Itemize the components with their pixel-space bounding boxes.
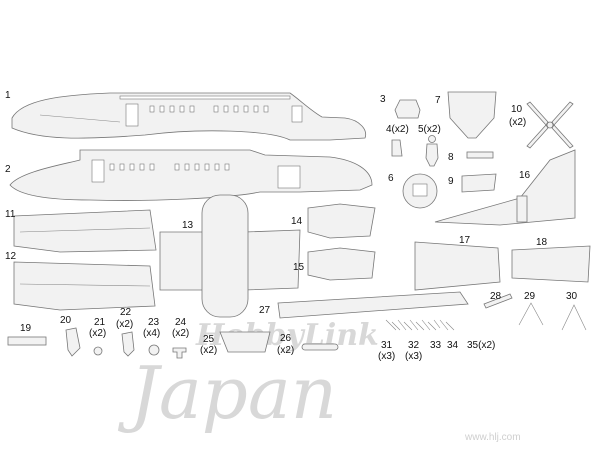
label-12: 12: [5, 251, 17, 262]
center-wing-section: [159, 194, 301, 318]
part-19-bar: [7, 336, 47, 346]
label-25-qty: (x2): [200, 345, 217, 356]
part-5-pilot-figure: [425, 135, 439, 167]
part-17-stabilizer: [414, 241, 501, 291]
part-26-strip: [301, 343, 339, 351]
label-9: 9: [448, 176, 454, 187]
label-22-qty: (x2): [116, 319, 133, 330]
label-4: 4(x2): [386, 124, 409, 135]
label-21: 21: [94, 317, 106, 328]
part-30-strut: [561, 304, 587, 331]
label-31-qty: (x3): [378, 351, 395, 362]
label-26-qty: (x2): [277, 345, 294, 356]
label-11: 11: [5, 209, 16, 220]
part-8-small-panel: [466, 151, 494, 159]
label-20: 20: [60, 315, 72, 326]
part-9-fairing: [461, 173, 497, 193]
label-18: 18: [536, 237, 548, 248]
label-16: 16: [519, 170, 531, 181]
part-29-strut: [518, 302, 544, 326]
label-26: 26: [280, 333, 292, 344]
part-10-propeller: [526, 101, 574, 149]
part-25-panel: [219, 331, 271, 353]
part-23-wheel: [148, 344, 160, 356]
fuselage-half-right: [9, 149, 373, 201]
label-25: 25: [203, 334, 215, 345]
label-31: 31: [381, 340, 393, 351]
part-16-vertical-fin: [434, 149, 576, 226]
part-7-tail-cone: [447, 91, 497, 139]
label-3: 3: [380, 94, 386, 105]
label-30: 30: [566, 291, 578, 302]
label-10: 10: [511, 104, 523, 115]
label-2: 2: [5, 164, 11, 175]
engine-nacelle-14: [307, 203, 376, 239]
label-5: 5(x2): [418, 124, 441, 135]
part-3-canopy: [394, 99, 421, 119]
part-28-link: [483, 293, 513, 309]
part-21-wheel: [93, 346, 103, 356]
label-28: 28: [490, 291, 502, 302]
label-1: 1: [5, 90, 11, 101]
watermark: HobbyLink Japan www.hlj.com: [117, 318, 521, 443]
label-33: 33: [430, 340, 442, 351]
part-labels: 1 2 3 4(x2) 5(x2) 6 7 8 9 10 (x2) 11 12 …: [5, 90, 578, 362]
label-32-qty: (x3): [405, 351, 422, 362]
wing-panel-12: [13, 261, 156, 311]
wing-panel-11: [13, 209, 157, 253]
part-18-stabilizer: [511, 245, 591, 283]
label-23-qty: (x4): [143, 328, 160, 339]
label-7: 7: [435, 95, 441, 106]
label-24-qty: (x2): [172, 328, 189, 339]
label-17: 17: [459, 235, 471, 246]
label-21-qty: (x2): [89, 328, 106, 339]
label-34: 34: [447, 340, 459, 351]
parts-31-35-antennas: [385, 319, 455, 331]
part-20-gear-leg: [65, 327, 81, 357]
label-10-qty: (x2): [509, 117, 526, 128]
fuselage-half-left: [11, 92, 367, 141]
label-6: 6: [388, 173, 394, 184]
engine-nacelle-15: [307, 247, 376, 281]
part-22-gear-leg: [121, 331, 135, 357]
label-27: 27: [259, 305, 271, 316]
label-15: 15: [293, 262, 305, 273]
watermark-script: Japan: [117, 351, 337, 435]
part-27-spar: [277, 291, 469, 319]
label-8: 8: [448, 152, 454, 163]
label-24: 24: [175, 317, 187, 328]
label-14: 14: [291, 216, 303, 227]
label-23: 23: [148, 317, 160, 328]
label-22: 22: [120, 307, 132, 318]
label-29: 29: [524, 291, 536, 302]
label-32: 32: [408, 340, 420, 351]
label-13: 13: [182, 220, 194, 231]
watermark-url: www.hlj.com: [464, 432, 521, 443]
part-24-bracket: [172, 347, 187, 359]
label-19: 19: [20, 323, 32, 334]
label-35: 35(x2): [467, 340, 495, 351]
part-4-seat: [391, 139, 403, 157]
